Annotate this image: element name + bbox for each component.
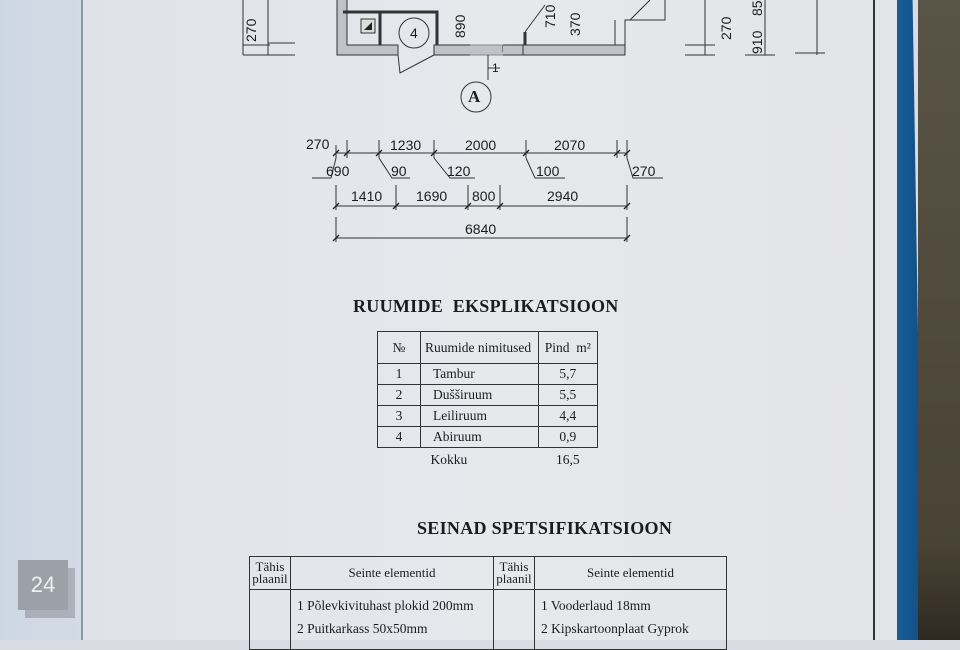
header-name: Ruumide nimitused [420, 331, 539, 364]
frame-border [873, 0, 875, 640]
total-value: 16,5 [556, 452, 580, 467]
rooms-title: RUUMIDE EKSPLIKATSIOON [353, 296, 619, 316]
room-name: Tambur [420, 363, 539, 385]
room-area: 5,5 [537, 384, 599, 406]
room-no: 4 [377, 426, 421, 448]
room-no: 1 [377, 363, 421, 385]
dim-right-270: 270 [718, 16, 734, 40]
wall [336, 0, 399, 56]
dim-710: 710 [542, 4, 558, 28]
header-row: Tähis plaanil Seinte elementid Tähis pla… [249, 556, 727, 590]
room-name: Dušširuum [420, 384, 539, 406]
empty-cell [378, 448, 421, 473]
dim-row2: 800 [472, 188, 496, 204]
dim-leader: 270 [632, 163, 656, 179]
total-row: Kokku 16,5 [378, 448, 598, 473]
background-surface [918, 0, 960, 640]
dim-row1: 1230 [390, 137, 422, 153]
room-name: Abiruum [420, 426, 539, 448]
symbol-cell [493, 589, 535, 650]
dim-row2: 1690 [416, 188, 448, 204]
document-page [83, 0, 898, 640]
dim-row2: 1410 [351, 188, 383, 204]
header-elements: Seinte elementid [290, 556, 494, 590]
dimension-line-1 [335, 140, 628, 158]
room-marker-circle [398, 17, 430, 49]
table-row: 1 Põlevkivituhast plokid 200mm 2 Puitkark… [249, 589, 727, 650]
dim-leader: 690 [326, 163, 350, 179]
section-line [487, 55, 500, 80]
total-label: Kokku [430, 452, 468, 467]
dim-leader: 120 [447, 163, 471, 179]
dim-890: 890 [452, 14, 468, 38]
header-symbol: Tähis plaanil [249, 556, 291, 590]
header-elements: Seinte elementid [534, 556, 727, 590]
dim-row1: 2070 [554, 137, 586, 153]
walls-title: SEINAD SPETSIFIKATSIOON [417, 518, 673, 538]
inner-wall [343, 10, 439, 45]
dim-right-85: 85 [749, 0, 765, 16]
elements-cell: 1 Põlevkivituhast plokid 200mm 2 Puitkark… [290, 589, 494, 650]
wall [433, 44, 506, 56]
dimension-line-2 [335, 185, 628, 210]
dim-row1: 270 [306, 136, 330, 152]
dim-370: 370 [567, 12, 583, 36]
dim-left: 270 [243, 18, 259, 42]
wall [503, 44, 626, 56]
axis-label: A [468, 87, 481, 106]
wall-element: 2 Kipskartoonplaat Gyprok [541, 621, 689, 636]
dim-leader: 100 [536, 163, 560, 179]
elements-cell: 1 Vooderlaud 18mm 2 Kipskartoonplaat Gypr… [534, 589, 727, 650]
room-area: 5,7 [537, 363, 599, 385]
dim-row2: 2940 [547, 188, 579, 204]
walls-table: Tähis plaanil Seinte elementid Tähis pla… [249, 556, 727, 650]
wall-element: 1 Põlevkivituhast plokid 200mm [297, 598, 474, 613]
page-edge [81, 0, 83, 640]
room-name: Leiliruum [420, 405, 539, 427]
header-row: № Ruumide nimitused Pind m² [377, 331, 599, 364]
header-area: Pind m² [537, 331, 599, 364]
room-area: 0,9 [537, 426, 599, 448]
dim-right-910: 910 [749, 30, 765, 54]
dim-leader: 90 [391, 163, 407, 179]
section-marker-label: 1 [492, 61, 499, 75]
header-no: № [377, 331, 421, 364]
wall-element: 1 Vooderlaud 18mm [541, 598, 651, 613]
room-no: 3 [377, 405, 421, 427]
door-swing [397, 54, 435, 74]
room-no: 2 [377, 384, 421, 406]
dim-row1: 2000 [465, 137, 497, 153]
wall-element: 2 Puitkarkass 50x50mm [297, 621, 428, 636]
watermark-logo: 24 [18, 560, 68, 610]
room-area: 4,4 [537, 405, 599, 427]
header-symbol: Tähis plaanil [493, 556, 535, 590]
axis-marker-circle [460, 81, 492, 113]
adjacent-page [0, 0, 82, 640]
dim-total: 6840 [465, 221, 497, 237]
symbol-cell [249, 589, 291, 650]
room-marker-label: 4 [410, 25, 418, 41]
